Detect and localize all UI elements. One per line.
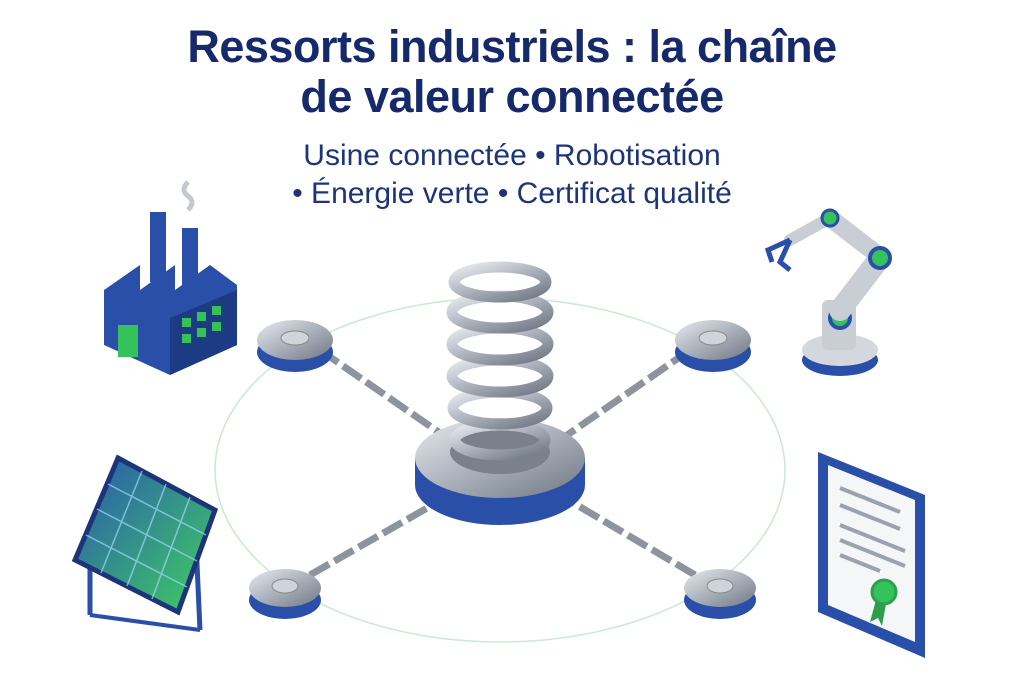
subtitle: Usine connectée • Robotisation [303, 139, 721, 172]
solar-panel-icon [71, 454, 219, 632]
certificate-icon [818, 452, 925, 658]
factory-icon [104, 180, 237, 375]
spring-icon [446, 261, 554, 461]
subtitle-line2: • Énergie verte • Certificat qualité [292, 177, 732, 210]
chain-icon [308, 347, 697, 579]
robot-arm-icon [764, 208, 892, 376]
central-hub [415, 418, 585, 525]
page-title: Ressorts industriels : la chaîne [187, 21, 837, 72]
node-discs [249, 320, 756, 619]
page-title-line2: de valeur connectée [300, 71, 724, 122]
